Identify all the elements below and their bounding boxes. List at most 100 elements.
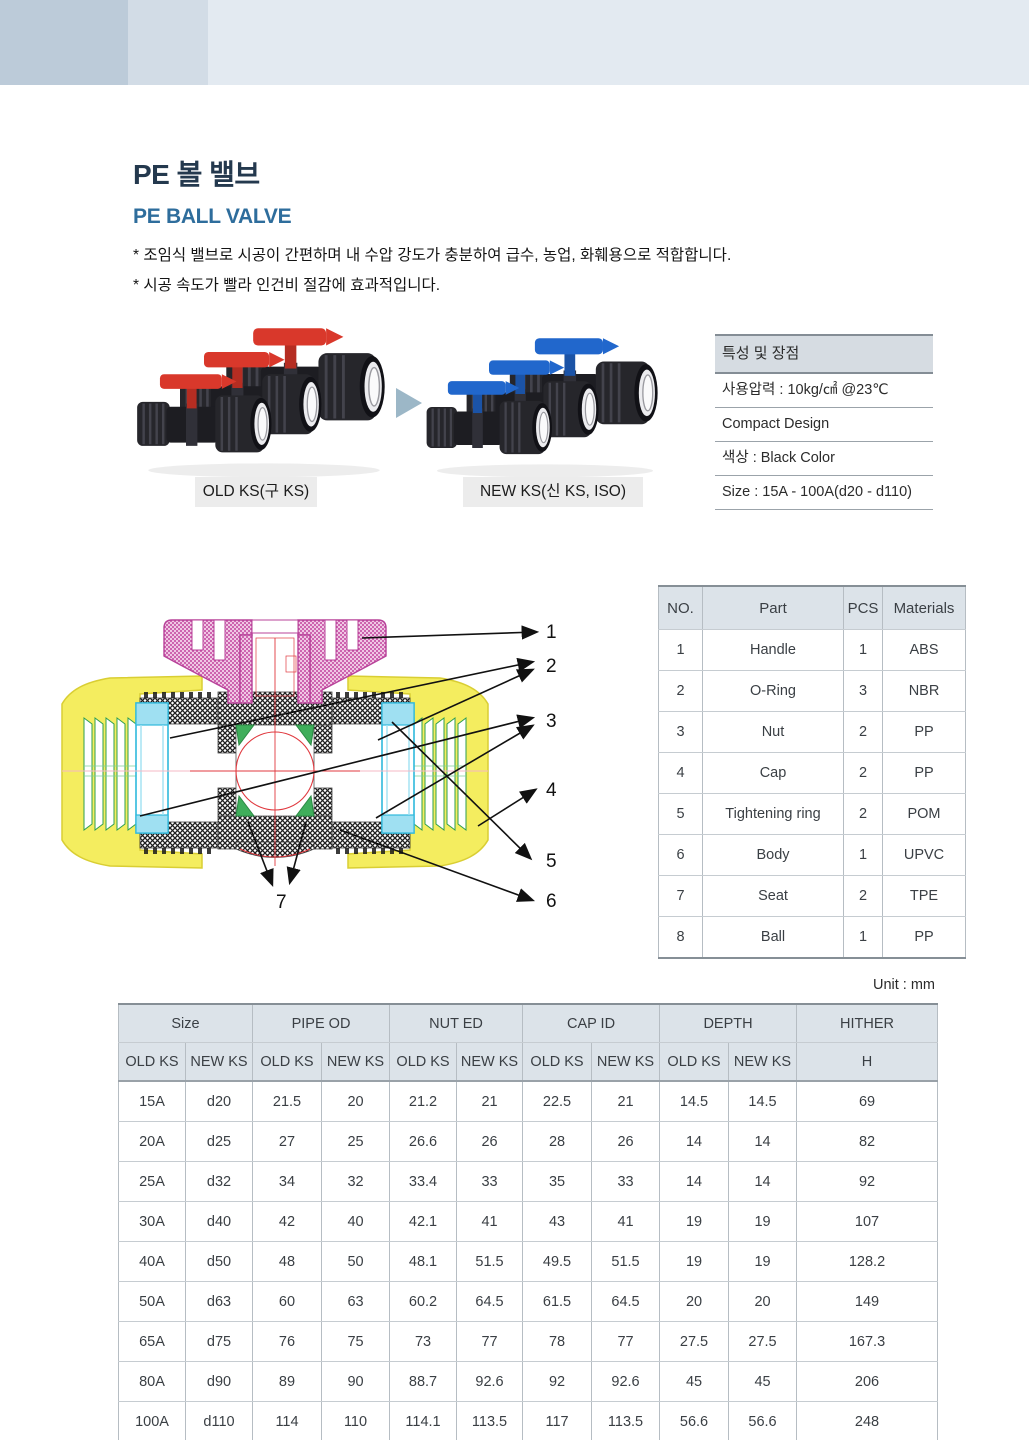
callout-number-2: 2	[546, 656, 557, 677]
cell: 1	[843, 834, 883, 876]
col-header: NEW KS	[591, 1042, 661, 1082]
cell: 27.5	[728, 1321, 798, 1362]
col-header: PCS	[843, 585, 883, 630]
callout-number-5: 5	[546, 851, 557, 872]
callout-arrows	[139, 625, 540, 902]
cell: 64.5	[456, 1281, 524, 1322]
cell: O-Ring	[702, 670, 844, 712]
unit-label: Unit : mm	[872, 977, 935, 993]
tightening-ring-left	[135, 702, 169, 834]
cell: PP	[882, 711, 966, 753]
cell: d25	[185, 1121, 253, 1162]
old-ks-label: OLD KS(구 KS)	[195, 477, 317, 507]
col-header: OLD KS	[389, 1042, 458, 1082]
group-header: NUT ED	[389, 1003, 524, 1043]
cell: 7	[658, 875, 703, 917]
cell: 113.5	[591, 1401, 661, 1440]
cell: 19	[728, 1201, 798, 1242]
cell: 14	[659, 1121, 730, 1162]
cell: 89	[252, 1361, 322, 1402]
cell: 14.5	[659, 1080, 730, 1122]
cell: 14.5	[728, 1080, 798, 1122]
cell: 60.2	[389, 1281, 458, 1322]
handle	[163, 619, 387, 704]
cell: 69	[796, 1080, 939, 1122]
group-header: HITHER	[796, 1003, 939, 1043]
cell: 45	[728, 1361, 798, 1402]
pipe-thread-left	[83, 717, 137, 831]
cell: 14	[728, 1161, 798, 1202]
cell: 27.5	[659, 1321, 730, 1362]
callout-number-3: 3	[546, 711, 557, 732]
cell: 34	[252, 1161, 322, 1202]
cell: 1	[658, 629, 703, 671]
feature-row: 색상 : Black Color	[715, 442, 933, 476]
cell: 75	[320, 1321, 391, 1362]
cell: Body	[702, 834, 844, 876]
cell: 20	[659, 1281, 730, 1322]
col-header: OLD KS	[118, 1042, 186, 1082]
cell: 43	[522, 1201, 593, 1242]
cell: d63	[185, 1281, 253, 1322]
cell: UPVC	[882, 834, 966, 876]
group-header: PIPE OD	[251, 1003, 391, 1043]
cell: 14	[659, 1161, 730, 1202]
cell: 77	[456, 1321, 524, 1362]
cell: 100A	[118, 1401, 186, 1440]
cell: d110	[185, 1401, 253, 1440]
cell: 56.6	[659, 1401, 730, 1440]
ball-chamber	[62, 637, 488, 866]
cell: 5	[658, 793, 703, 835]
cell: Tightening ring	[702, 793, 844, 835]
cell: 20	[728, 1281, 798, 1322]
cell: d90	[185, 1361, 253, 1402]
callout-number-7: 7	[276, 892, 287, 913]
cell: 25	[320, 1121, 391, 1162]
cell: 73	[389, 1321, 458, 1362]
cell: 64.5	[591, 1281, 661, 1322]
cell: 65A	[118, 1321, 186, 1362]
col-header: OLD KS	[522, 1042, 593, 1082]
cell: 77	[591, 1321, 661, 1362]
group-header: DEPTH	[659, 1003, 798, 1043]
cell: 22.5	[522, 1080, 593, 1122]
cell: 40	[320, 1201, 391, 1242]
feature-row: 사용압력 : 10kg/㎠ @23℃	[715, 374, 933, 408]
cell: PP	[882, 916, 966, 959]
seat	[235, 724, 255, 747]
cell: d32	[185, 1161, 253, 1202]
cell: 60	[252, 1281, 322, 1322]
feature-row: Compact Design	[715, 408, 933, 442]
cell: 63	[320, 1281, 391, 1322]
cell: 14	[728, 1121, 798, 1162]
col-header: NEW KS	[320, 1042, 391, 1082]
cell: 80A	[118, 1361, 186, 1402]
col-header: NEW KS	[728, 1042, 798, 1082]
cell: 128.2	[796, 1241, 939, 1282]
cell: 50A	[118, 1281, 186, 1322]
cell: 61.5	[522, 1281, 593, 1322]
cell: 1	[843, 916, 883, 959]
cell: 21.5	[252, 1080, 322, 1122]
intro-bullet: * 시공 속도가 빨라 인건비 절감에 효과적입니다.	[133, 277, 441, 294]
cell: TPE	[882, 875, 966, 917]
cell: d20	[185, 1080, 253, 1122]
cell: 206	[796, 1361, 939, 1402]
cell: 117	[522, 1401, 593, 1440]
cell: 21	[591, 1080, 661, 1122]
feature-row: Size : 15A - 100A(d20 - d110)	[715, 476, 933, 510]
col-header: OLD KS	[252, 1042, 322, 1082]
cell: PP	[882, 752, 966, 794]
cell: 26	[456, 1121, 524, 1162]
